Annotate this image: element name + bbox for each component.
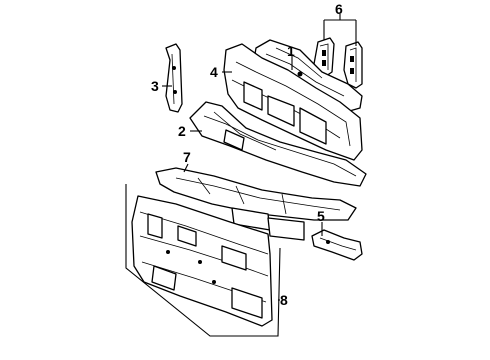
lower-cross-support bbox=[155, 167, 357, 241]
side-support bbox=[165, 43, 183, 113]
callout-6: 6 bbox=[335, 1, 343, 17]
callout-1: 1 bbox=[287, 43, 295, 59]
leader-lines bbox=[162, 14, 357, 301]
leader-6 bbox=[323, 14, 357, 46]
callout-7: 7 bbox=[183, 149, 191, 165]
callout-3: 3 bbox=[151, 78, 159, 94]
upper-bracket-pair bbox=[313, 37, 363, 89]
grille-opening-panel bbox=[223, 43, 363, 161]
leader-7 bbox=[183, 163, 189, 173]
callout-2: 2 bbox=[178, 123, 186, 139]
bulkhead-panel bbox=[125, 184, 281, 337]
callout-8: 8 bbox=[280, 292, 288, 308]
callout-5: 5 bbox=[317, 208, 325, 224]
callout-4: 4 bbox=[210, 64, 218, 80]
lower-bracket bbox=[311, 229, 363, 261]
lower-support-panel bbox=[189, 101, 367, 187]
